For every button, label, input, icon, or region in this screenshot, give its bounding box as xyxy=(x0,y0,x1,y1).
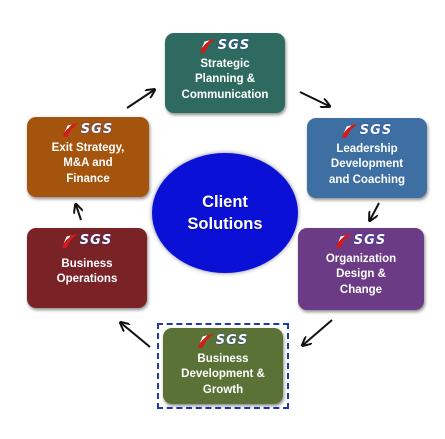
node-leadership-development: SGS Leadership Development and Coaching xyxy=(307,118,427,198)
arrow-business-development-to-operations xyxy=(121,323,151,348)
node-strategic-planning: SGS Strategic Planning & Communication xyxy=(165,33,285,113)
node-line: Planning & xyxy=(194,73,256,85)
node-label: Organization Design & Change xyxy=(326,252,396,299)
node-label: Business Operations xyxy=(57,257,118,288)
sgs-swoosh-icon xyxy=(61,233,78,248)
node-line: Exit Strategy, xyxy=(51,141,125,154)
sgs-logo: SGS xyxy=(197,333,249,349)
arrow-strategic-to-leadership xyxy=(299,91,329,106)
node-business-development: SGS Business Development & Growth xyxy=(163,328,283,404)
node-line: Finance xyxy=(66,172,110,185)
sgs-logo-text: SGS xyxy=(79,233,113,248)
node-line: Business xyxy=(61,257,113,270)
sgs-logo-text: SGS xyxy=(215,333,249,348)
sgs-logo-text: SGS xyxy=(353,233,387,248)
sgs-logo: SGS xyxy=(341,123,393,139)
node-label: Exit Strategy, M&A and Finance xyxy=(52,141,125,188)
center-line-1: Client xyxy=(202,193,248,211)
node-line: Organization xyxy=(325,252,397,265)
sgs-swoosh-icon xyxy=(62,122,79,137)
center-line-2: Solutions xyxy=(187,215,263,233)
node-line: M&A and xyxy=(63,157,113,169)
arrow-leadership-to-organization xyxy=(370,202,380,220)
node-line: Business xyxy=(197,352,249,365)
highlight-dashed-frame xyxy=(157,323,289,409)
node-line: Design & xyxy=(336,268,386,280)
center-client-solutions: Client Solutions xyxy=(152,153,298,273)
sgs-swoosh-icon xyxy=(199,38,216,53)
sgs-swoosh-icon xyxy=(197,333,214,348)
node-line: Change xyxy=(339,283,383,296)
node-label: Leadership Development and Coaching xyxy=(329,142,405,189)
sgs-logo-text: SGS xyxy=(217,38,251,53)
node-line: and Coaching xyxy=(328,173,406,186)
node-line: Leadership xyxy=(336,142,398,155)
node-label: Business Development & Growth xyxy=(181,352,265,399)
node-exit-strategy: SGS Exit Strategy, M&A and Finance xyxy=(27,117,149,197)
arrow-operations-to-exit-strategy xyxy=(76,205,81,221)
sgs-logo: SGS xyxy=(62,122,114,138)
sgs-swoosh-icon xyxy=(335,233,352,248)
node-business-operations: SGS Business Operations xyxy=(27,228,147,308)
sgs-logo-text: SGS xyxy=(80,122,114,137)
sgs-logo: SGS xyxy=(61,233,113,249)
node-organization-design: SGS Organization Design & Change xyxy=(298,228,424,310)
node-line: Development xyxy=(330,158,404,170)
node-line: Strategic xyxy=(200,57,250,70)
arrow-organization-to-business-development xyxy=(303,319,333,345)
sgs-logo: SGS xyxy=(199,38,251,54)
node-line: Growth xyxy=(202,383,244,396)
arrow-exit-strategy-to-strategic xyxy=(126,90,154,109)
node-label: Strategic Planning & Communication xyxy=(182,57,269,104)
node-line: Operations xyxy=(56,273,118,285)
sgs-swoosh-icon xyxy=(341,123,358,138)
node-line: Communication xyxy=(181,88,269,101)
sgs-logo: SGS xyxy=(335,233,387,249)
sgs-logo-text: SGS xyxy=(359,123,393,138)
node-line: Development & xyxy=(181,368,265,380)
